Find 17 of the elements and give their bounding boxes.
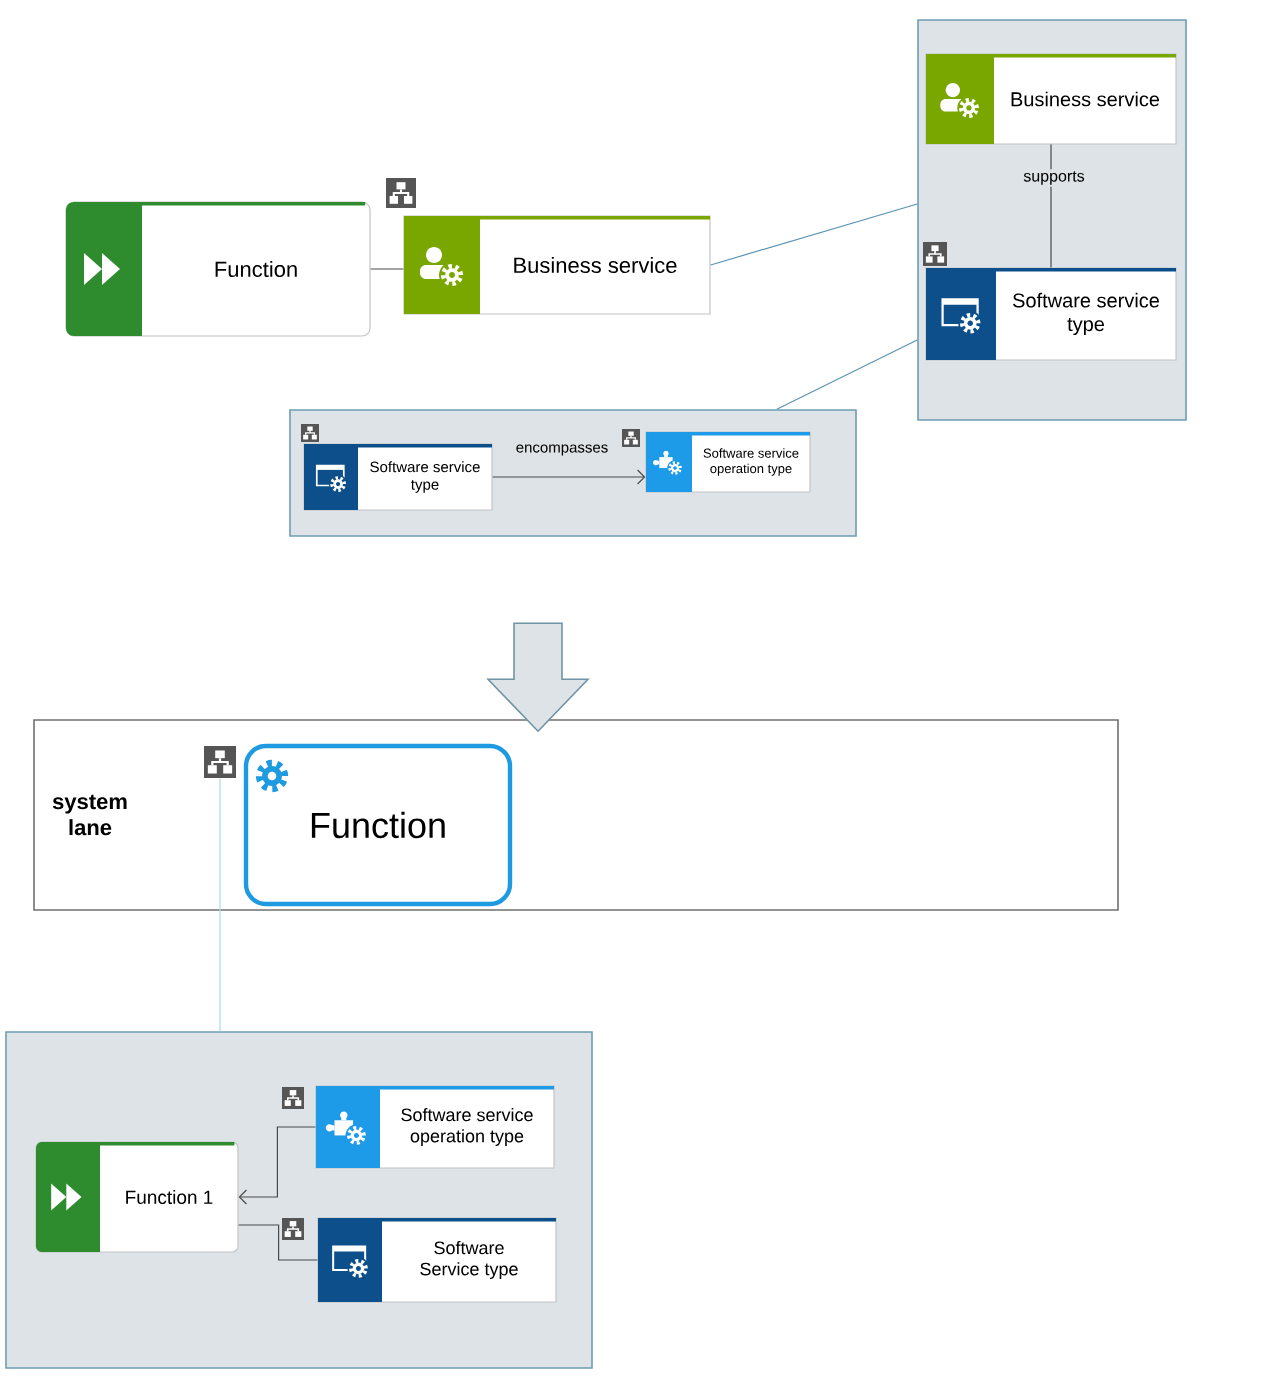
connector-line bbox=[710, 203, 918, 266]
function-box: Function bbox=[65, 201, 371, 337]
service-box: Software Service type bbox=[317, 1217, 557, 1303]
connector-line bbox=[370, 268, 404, 270]
service-box: Business service bbox=[925, 53, 1177, 145]
function-box: Function bbox=[243, 743, 513, 907]
edge-label: supports bbox=[1021, 169, 1087, 187]
service-box: Software service operation type bbox=[315, 1085, 555, 1169]
service-box: Software service type bbox=[925, 267, 1177, 361]
service-box: Business service bbox=[403, 215, 711, 315]
function-box: Function 1 bbox=[35, 1141, 239, 1253]
arrow bbox=[492, 469, 646, 485]
connector-line bbox=[776, 339, 918, 410]
hierarchy-icon bbox=[204, 746, 236, 778]
connector-line bbox=[238, 1224, 318, 1261]
arrow bbox=[238, 1126, 316, 1205]
connector-line bbox=[219, 777, 221, 1032]
